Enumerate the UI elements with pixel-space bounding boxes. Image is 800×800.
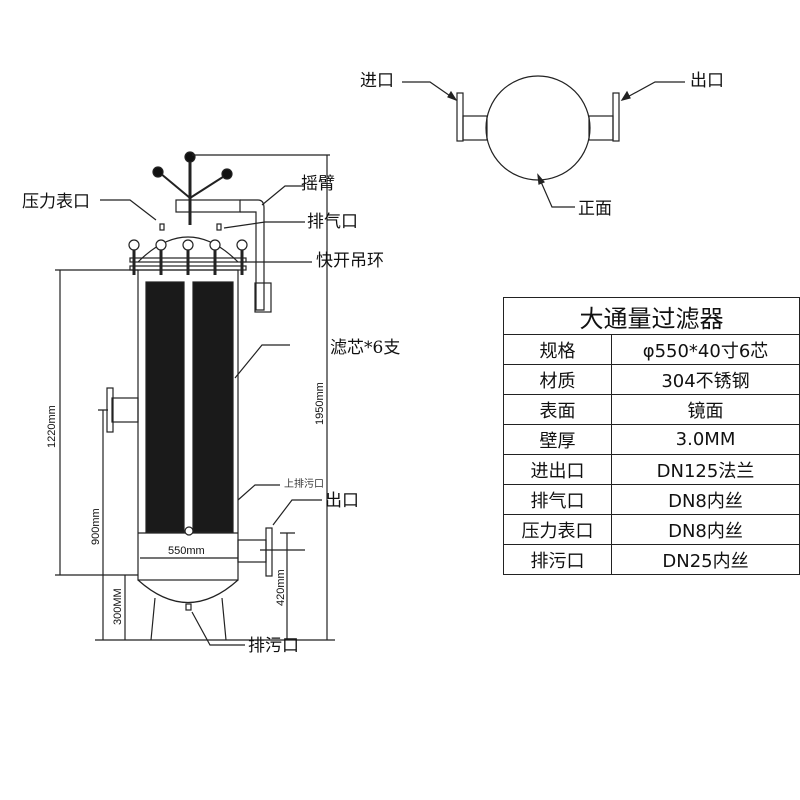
dim-outlet-height: 420mm <box>275 569 287 606</box>
dim-leg-height: 300MM <box>112 588 124 625</box>
label-rocker-arm: 摇臂 <box>301 174 335 194</box>
label-cartridges: 滤芯*6支 <box>330 338 401 358</box>
label-outlet-top: 出口 <box>690 71 724 91</box>
label-inlet-top: 进口 <box>360 71 394 91</box>
filter-cartridge <box>192 281 234 533</box>
label-front: 正面 <box>578 199 612 219</box>
dim-inlet-height: 900mm <box>90 508 102 545</box>
label-drain: 排污口 <box>248 636 299 656</box>
dim-diameter: 550mm <box>168 545 205 557</box>
label-outlet-side: 出口 <box>325 491 359 511</box>
label-vent: 排气口 <box>307 212 358 232</box>
table-row: 表面镜面 <box>503 394 800 425</box>
label-pressure-gauge-port: 压力表口 <box>22 192 90 212</box>
filter-cartridge <box>145 281 185 533</box>
handle-ball-icon <box>152 166 164 178</box>
dim-total-height: 1950mm <box>314 382 326 425</box>
dim-body-height: 1220mm <box>46 405 58 448</box>
label-quick-open-eyebolt: 快开吊环 <box>316 251 384 271</box>
side-view <box>55 151 335 646</box>
spec-table-title: 大通量过滤器 <box>503 297 800 335</box>
label-upper-drain: 上排污口 <box>284 479 324 490</box>
top-view <box>402 75 685 208</box>
